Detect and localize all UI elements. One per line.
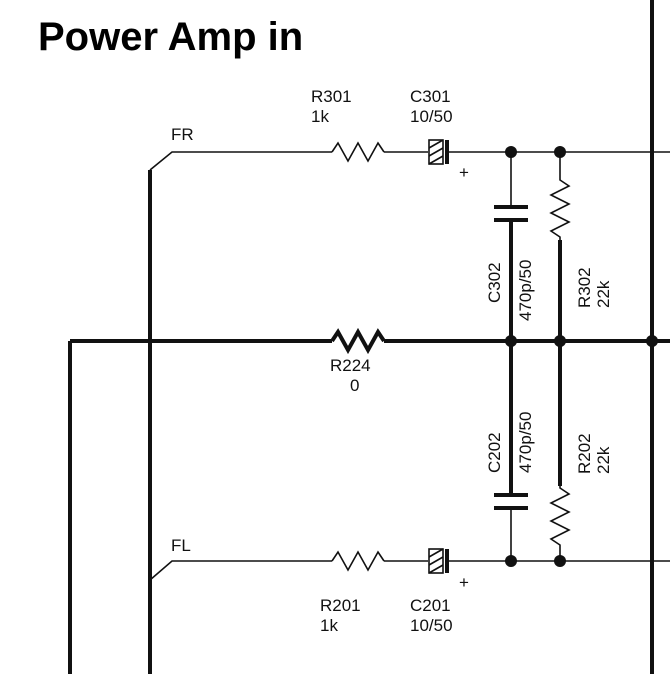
c302-value-label: 470p/50 [516, 260, 535, 321]
r202-value-label: 22k [594, 446, 613, 474]
c301-ref-label: C301 [410, 87, 451, 106]
r224-value-label: 0 [350, 376, 359, 395]
r301-resistor-symbol [331, 141, 385, 163]
r201-resistor-symbol [331, 550, 385, 572]
c201-value-label: 10/50 [410, 616, 453, 635]
r302-resistor-symbol [549, 152, 571, 240]
r201-ref-label: R201 [320, 596, 361, 615]
r202-resistor-symbol [549, 486, 571, 561]
c201-ref-label: C201 [410, 596, 451, 615]
fl-junction-dot-1 [505, 555, 517, 567]
c301-polarity-mark: + [459, 163, 469, 182]
r224-ref-label: R224 [330, 356, 371, 375]
c201-polarity-mark: + [459, 573, 469, 592]
c302-ref-label: C302 [485, 262, 504, 303]
c201-capacitor-symbol [428, 548, 449, 574]
r301-ref-label: R301 [311, 87, 352, 106]
mid-junction-dot-1 [505, 335, 517, 347]
r302-ref-label: R302 [575, 267, 594, 308]
diagram-title: Power Amp in [38, 15, 303, 59]
c202-ref-label: C202 [485, 432, 504, 473]
r201-value-label: 1k [320, 616, 338, 635]
fl-junction-dot-2 [554, 555, 566, 567]
fl-label: FL [171, 536, 191, 555]
r202-ref-label: R202 [575, 433, 594, 474]
c301-value-label: 10/50 [410, 107, 453, 126]
fr-input-lead [149, 151, 332, 171]
c202-value-label: 470p/50 [516, 412, 535, 473]
r302-value-label: 22k [594, 280, 613, 308]
r301-value-label: 1k [311, 107, 329, 126]
mid-junction-dot-2 [554, 335, 566, 347]
r224-resistor-symbol [330, 327, 386, 355]
fr-label: FR [171, 125, 194, 144]
fl-input-lead [149, 560, 332, 581]
mid-junction-dot-3 [646, 335, 658, 347]
c301-capacitor-symbol [428, 139, 449, 165]
